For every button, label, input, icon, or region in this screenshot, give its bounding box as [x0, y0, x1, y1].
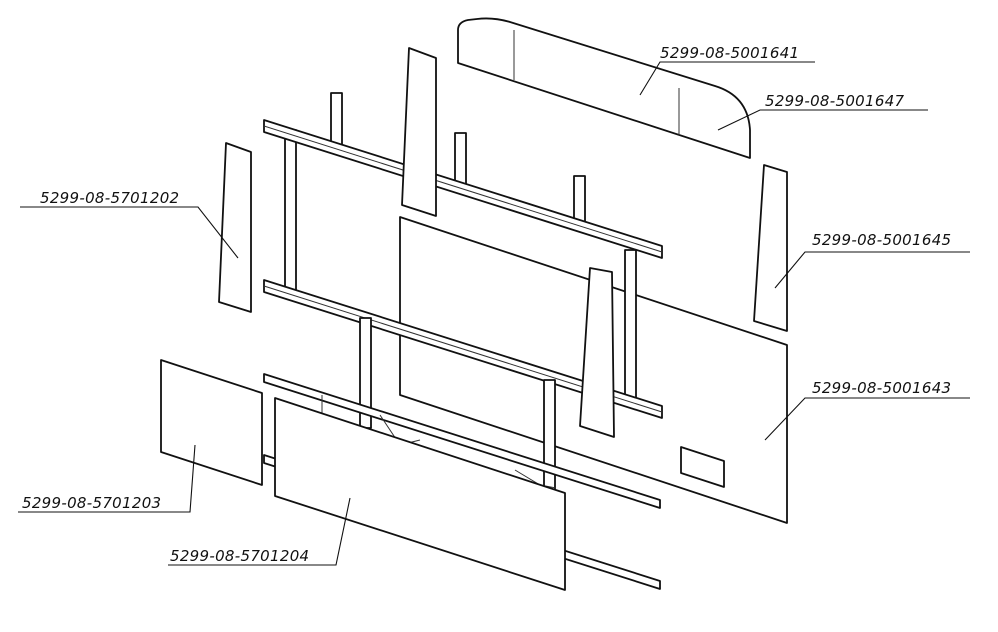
callout-5001647: 5299-08-5001647	[717, 92, 928, 131]
callout-label: 5299-08-5701202	[40, 189, 179, 207]
callout-5001643: 5299-08-5001643	[764, 379, 970, 441]
callout-5001645: 5299-08-5001645	[774, 231, 970, 289]
upper-center-strip	[401, 47, 437, 217]
upper-frame	[263, 92, 663, 419]
top-curved-panel	[457, 17, 751, 159]
left-strip	[218, 142, 252, 313]
callout-label: 5299-08-5001643	[812, 379, 951, 397]
long-lower-panel	[274, 397, 566, 591]
callout-5701203: 5299-08-5701203	[18, 444, 196, 513]
callout-label: 5299-08-5701204	[170, 547, 309, 565]
callout-label: 5299-08-5001647	[765, 92, 905, 110]
callout-label: 5299-08-5701203	[22, 494, 161, 512]
center-strip	[579, 267, 615, 438]
callout-label: 5299-08-5001641	[660, 44, 799, 62]
callout-5701204: 5299-08-5701204	[168, 497, 351, 566]
callout-5701202: 5299-08-5701202	[20, 189, 239, 259]
small-lower-panel	[160, 359, 263, 486]
callout-label: 5299-08-5001645	[812, 231, 951, 249]
right-strip	[753, 164, 788, 332]
callout-5001641: 5299-08-5001641	[639, 44, 815, 96]
